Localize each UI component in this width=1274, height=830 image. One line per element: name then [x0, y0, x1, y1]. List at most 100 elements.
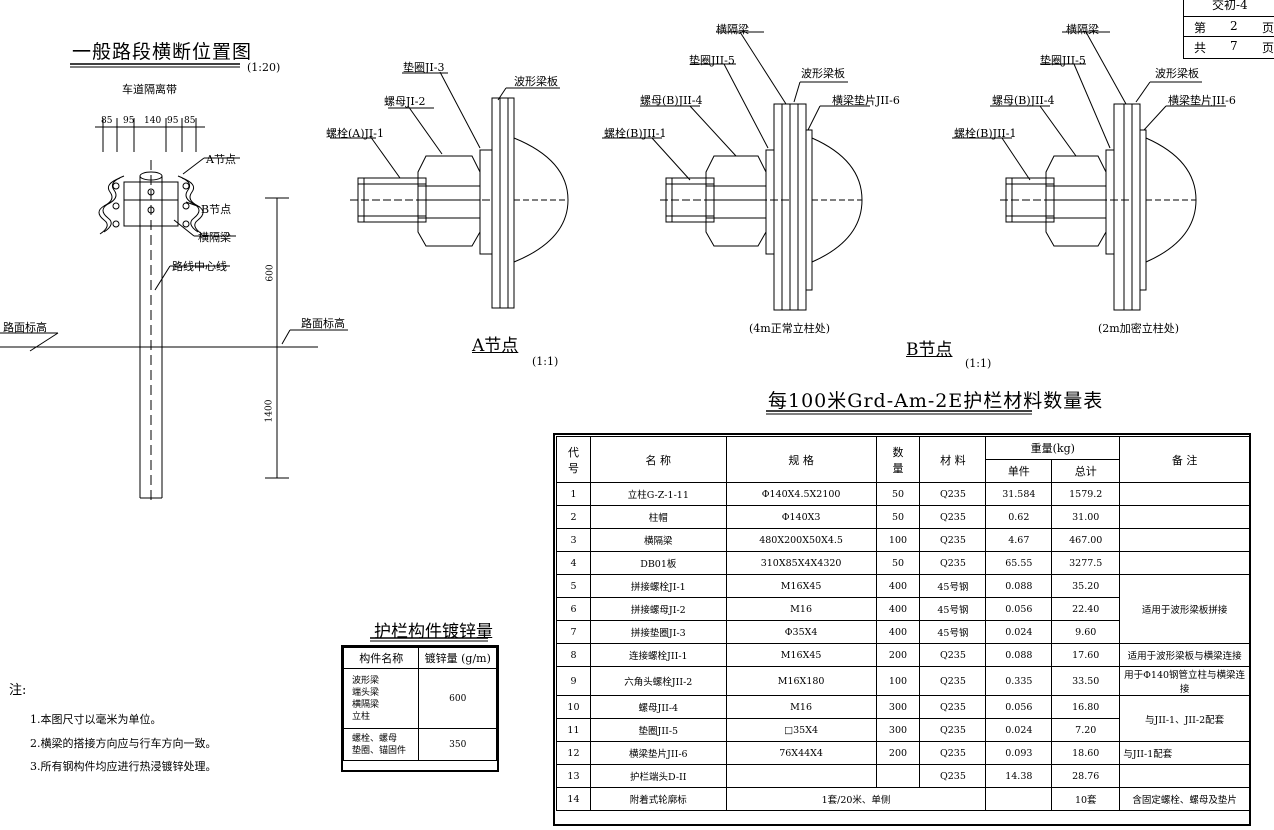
cell-unit: 0.088 [985, 643, 1053, 667]
cell-unit: 65.55 [985, 551, 1053, 575]
crossbeam-label: 横隔梁 [198, 231, 231, 244]
dim-140: 140 [144, 116, 162, 126]
cell-name: 横隔梁 [589, 528, 727, 552]
node-a-label: A节点 [206, 153, 236, 166]
detail-b1-nut: 螺母(B)JII-4 [640, 94, 703, 107]
cell-count: 100 [875, 528, 921, 552]
header-spec: 规 格 [725, 436, 877, 483]
cell-total: 18.60 [1051, 741, 1121, 765]
quantity-table-title: 每100米Grd-Am-2E护栏材料数量表 [768, 390, 1104, 412]
cell-spec: 480X200X50X4.5 [725, 528, 877, 552]
cell-spec: Φ140X3 [725, 505, 877, 529]
cell-total: 17.60 [1051, 643, 1121, 667]
cell-material: Q235 [919, 741, 987, 765]
cell-note: 含固定螺栓、螺母及垫片 [1119, 787, 1250, 811]
cell-total: 9.60 [1051, 620, 1121, 644]
cell-code: 2 [556, 505, 591, 529]
detail-a-title: A节点 [472, 336, 519, 356]
galv-row2-names: 螺栓、螺母垫圈、锚固件 [342, 728, 420, 761]
cell-unit: 0.024 [985, 620, 1053, 644]
header-total-weight: 总计 [1051, 459, 1121, 483]
cell-unit: 0.088 [985, 574, 1053, 598]
cell-total: 28.76 [1051, 764, 1121, 788]
cell-note-beam-connect: 适用于波形梁板与横梁连接 [1119, 643, 1250, 667]
cell-note [1119, 764, 1250, 788]
detail-b2-washer: 垫圈JII-5 [1040, 54, 1086, 67]
cell-unit [985, 787, 1053, 811]
page-number: 2 [1230, 19, 1238, 33]
cell-name: 拼接螺栓JI-1 [589, 574, 727, 598]
detail-b2-drawing [952, 31, 1226, 311]
galv-table: 构件名称 镀锌量 (g/m) 波形梁端头梁横隔梁立柱 600 螺栓、螺母垫圈、锚… [342, 647, 497, 761]
cell-total: 31.00 [1051, 505, 1121, 529]
cell-material: Q235 [919, 764, 987, 788]
sheet-code: 交初-4 [1212, 0, 1248, 12]
detail-b1-crossbeam: 横隔梁 [716, 23, 749, 36]
cell-unit: 31.584 [985, 482, 1053, 506]
sheet-number-box: 交初-4 第 2 页 共 7 页 [1183, 0, 1274, 59]
cell-count: 100 [875, 666, 921, 696]
galv-table-frame [341, 645, 499, 772]
cell-name: 拼接垫圈JI-3 [589, 620, 727, 644]
cell-code: 9 [556, 666, 591, 696]
dim-85-left: 85 [101, 116, 113, 126]
cell-note-splice: 适用于波形梁板拼接 [1119, 574, 1250, 644]
header-material: 材 料 [919, 436, 987, 483]
cell-name: 垫圈JII-5 [589, 718, 727, 742]
header-name: 名 称 [589, 436, 727, 483]
cell-name: 拼接螺母JI-2 [589, 597, 727, 621]
cell-material: 45号钢 [919, 574, 987, 598]
cell-count: 400 [875, 597, 921, 621]
cell-unit: 14.38 [985, 764, 1053, 788]
detail-b1-bolt: 螺栓(B)JII-1 [604, 127, 667, 140]
cell-code: 12 [556, 741, 591, 765]
cell-material: Q235 [919, 666, 987, 696]
cell-total: 22.40 [1051, 597, 1121, 621]
detail-a-bolt: 螺栓(A)JI-1 [326, 127, 384, 140]
cell-note-jii12: 与JII-1、JII-2配套 [1119, 695, 1250, 742]
note-1: 1.本图尺寸以毫米为单位。 [30, 713, 162, 726]
detail-b1-plate: 波形梁板 [801, 67, 845, 80]
cell-spec: M16X180 [725, 666, 877, 696]
cell-spec: 76X44X4 [725, 741, 877, 765]
total-pages: 7 [1230, 39, 1238, 53]
cell-spec: Φ35X4 [725, 620, 877, 644]
cell-material: Q235 [919, 695, 987, 719]
cell-name: 护栏端头D-II [589, 764, 727, 788]
detail-b1-washer: 垫圈JII-5 [689, 54, 735, 67]
galv-header-name: 构件名称 [342, 647, 420, 669]
cell-total: 16.80 [1051, 695, 1121, 719]
cell-code: 8 [556, 643, 591, 667]
median-label: 车道隔离带 [122, 83, 177, 96]
cell-note [1119, 505, 1250, 529]
cell-count [875, 764, 921, 788]
table-row: 波形梁端头梁横隔梁立柱 600 [342, 668, 497, 729]
cell-spec: M16X45 [725, 574, 877, 598]
cell-spec: 310X85X4X4320 [725, 551, 877, 575]
quantity-title-underline [766, 410, 1032, 415]
cell-code: 6 [556, 597, 591, 621]
cell-spec: Φ140X4.5X2100 [725, 482, 877, 506]
cell-note [1119, 551, 1250, 575]
total-unit: 页 [1262, 41, 1274, 55]
cell-name: 柱帽 [589, 505, 727, 529]
detail-a-plate: 波形梁板 [514, 75, 558, 88]
cell-spec-merged: 1套/20米、单侧 [725, 787, 987, 811]
detail-b2-caption: (2m加密立柱处) [1098, 322, 1180, 335]
detail-a-drawing [330, 71, 569, 309]
galv-row2-value: 350 [418, 728, 497, 761]
cell-total: 35.20 [1051, 574, 1121, 598]
detail-b1-caption: (4m正常立柱处) [749, 322, 831, 335]
cell-unit: 4.67 [985, 528, 1053, 552]
cell-code: 5 [556, 574, 591, 598]
dim-95-right: 95 [167, 116, 179, 126]
cell-spec: □35X4 [725, 718, 877, 742]
cell-code: 11 [556, 718, 591, 742]
detail-b-title: B节点 [906, 340, 953, 360]
cell-count: 200 [875, 741, 921, 765]
detail-b1-drawing [602, 31, 870, 311]
cell-count: 300 [875, 718, 921, 742]
